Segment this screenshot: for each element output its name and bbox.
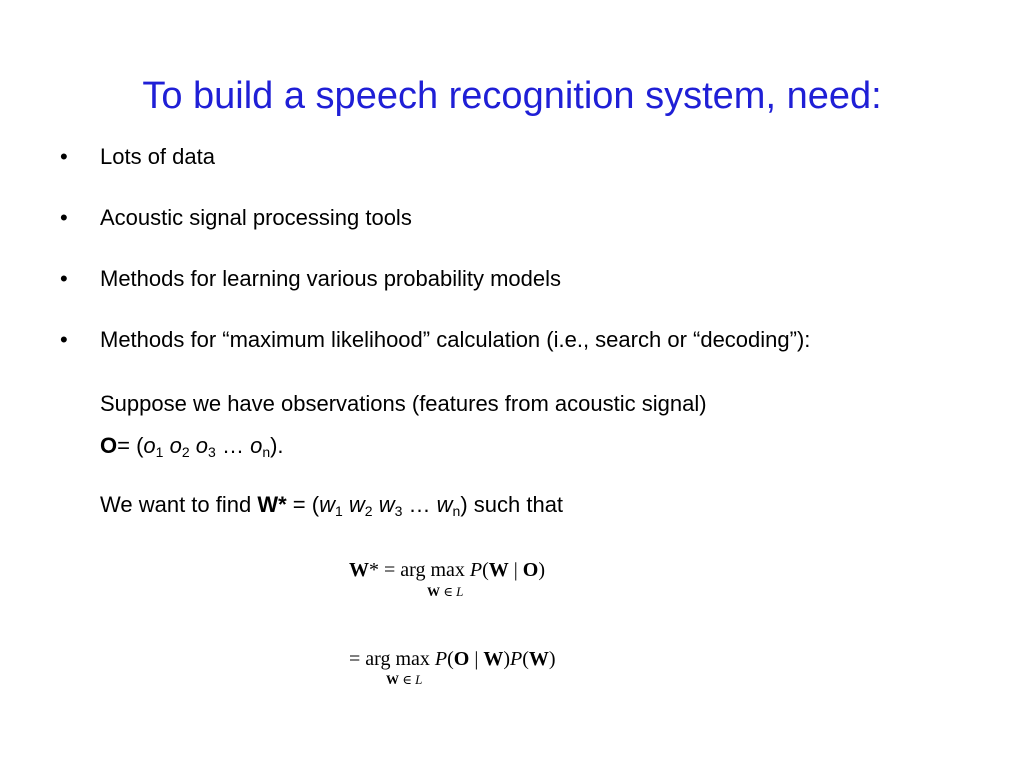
bullet-dot-icon: •	[60, 327, 68, 352]
observation-sequence: O= (o1 o2 o3 … on).	[100, 431, 284, 461]
subscript: 2	[181, 444, 190, 460]
eq-close-paren: )	[503, 648, 511, 670]
w-symbol: w	[348, 492, 365, 517]
sub-l: L	[456, 584, 464, 599]
observations-paragraph: Suppose we have observations (features f…	[100, 391, 707, 416]
eq-argmax: * = arg max	[369, 559, 470, 581]
sub-in: ∈	[440, 584, 457, 599]
eq-w-bold: W	[488, 559, 509, 581]
sub-w: W	[386, 672, 399, 687]
goal-paragraph: We want to find W* = (w1 w2 w3 … wn) suc…	[100, 490, 563, 520]
goal-lead: We want to find	[100, 492, 258, 517]
equation-argmax-subscript: W ∈ L	[386, 673, 422, 687]
goal-tail: ) such that	[460, 492, 564, 517]
eq-argmax: = arg max	[349, 648, 435, 670]
bullet-text: Acoustic signal processing tools	[100, 205, 412, 230]
bullet-dot-icon: •	[60, 266, 68, 291]
subscript: n	[452, 503, 461, 519]
eq-w-bold: W	[528, 648, 549, 670]
o-symbol: o	[250, 433, 263, 458]
w-star-symbol: W*	[257, 492, 287, 517]
bullet-text: Methods for “maximum likelihood” calcula…	[100, 327, 811, 352]
bullet-dot-icon: •	[60, 205, 68, 230]
sub-w: W	[427, 584, 440, 599]
eq-p: P	[510, 648, 523, 670]
ellipsis: …	[408, 492, 431, 517]
bullet-dot-icon: •	[60, 144, 68, 169]
o-symbol: o	[169, 433, 182, 458]
eq-bar: |	[508, 559, 523, 581]
bullet-text: Methods for learning various probability…	[100, 266, 562, 291]
eq-o-bold: O	[522, 559, 539, 581]
w-symbol: w	[319, 492, 335, 517]
eq-open-paren: (	[482, 559, 489, 581]
eq-w-bold: W	[483, 648, 504, 670]
subscript: 1	[155, 444, 164, 460]
subscript: n	[262, 444, 271, 460]
subscript: 3	[394, 503, 403, 519]
observation-symbol: O	[100, 433, 118, 458]
w-symbol: w	[378, 492, 395, 517]
equals-paren: = (	[286, 492, 320, 517]
sub-l: L	[415, 672, 423, 687]
eq-close-paren: )	[548, 648, 556, 670]
subscript: 3	[208, 444, 216, 460]
o-symbol: o	[195, 433, 209, 458]
eq-o-bold: O	[453, 648, 470, 670]
eq-w-bold: W	[349, 559, 369, 581]
ellipsis: …	[221, 433, 244, 458]
equation-argmax-subscript: W ∈ L	[427, 585, 463, 599]
equation-argmax-posterior: W* = arg max P(W | O)	[349, 558, 545, 582]
close-paren: ).	[270, 433, 284, 458]
eq-close-paren: )	[538, 559, 546, 581]
eq-open-paren: (	[522, 648, 529, 670]
equals-paren: = (	[117, 433, 144, 458]
subscript: 1	[334, 503, 343, 519]
eq-p: P	[469, 559, 483, 581]
o-symbol: o	[143, 433, 156, 458]
w-symbol: w	[436, 492, 453, 517]
eq-bar: |	[469, 648, 484, 670]
slide-title: To build a speech recognition system, ne…	[142, 75, 882, 117]
eq-open-paren: (	[447, 648, 454, 670]
subscript: 2	[364, 503, 373, 519]
eq-p: P	[434, 648, 448, 670]
bullet-text: Lots of data	[100, 144, 215, 169]
equation-argmax-bayes: = arg max P(O | W)P(W)	[349, 647, 556, 671]
sub-in: ∈	[399, 672, 416, 687]
